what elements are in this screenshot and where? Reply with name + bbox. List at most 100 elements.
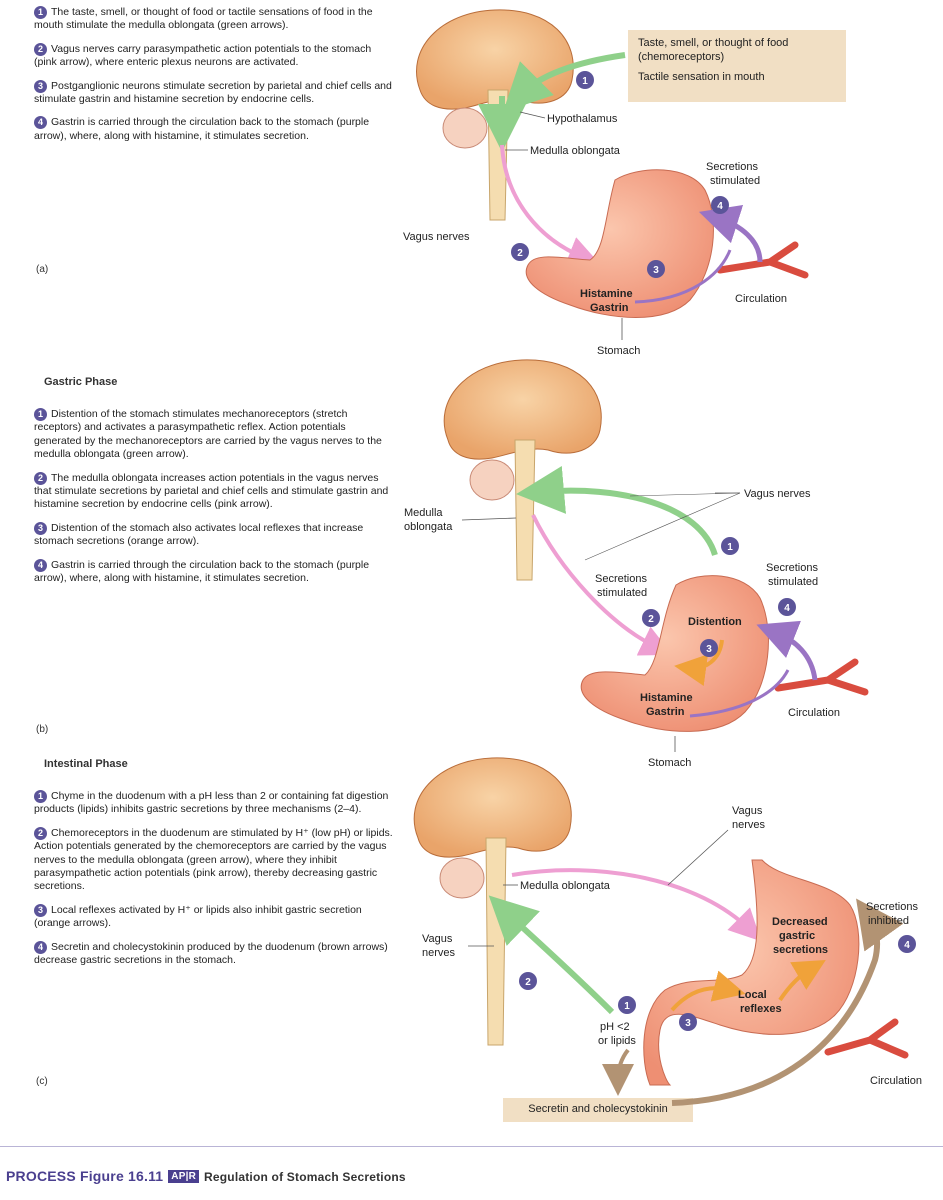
footer-divider [0, 1146, 943, 1147]
step-badge-3-label: 3 [685, 1018, 691, 1029]
box-line-3: Tactile sensation in mouth [638, 71, 765, 83]
step-badge-1-label: 1 [727, 542, 733, 553]
green-arrow [503, 52, 626, 112]
step-badge-2-label: 2 [517, 248, 523, 259]
stomach-label: Stomach [597, 345, 640, 357]
panel-b-drawing: Vagus nerves Medulla oblongata Secretion… [404, 359, 869, 769]
step-text: Distention of the stomach stimulates mec… [34, 408, 382, 461]
green-arrow [488, 895, 615, 1015]
panel-a-label: (a) [36, 264, 49, 275]
cerebellum-icon [469, 459, 515, 501]
circulation-label: Circulation [788, 707, 840, 719]
step-number-badge: 4 [34, 116, 47, 130]
figure-title: Regulation of Stomach Secretions [204, 1170, 406, 1184]
step-number-badge: 3 [34, 79, 47, 93]
step-text: Postganglionic neurons stimulate secreti… [34, 79, 392, 106]
step-badge-2-label: 2 [648, 614, 654, 625]
stomach-label: Stomach [648, 757, 691, 769]
pink-arrow [511, 868, 762, 942]
step-badge-1 [618, 996, 636, 1014]
secretions-left-label-1: Secretions [595, 573, 647, 585]
brown-arrow [671, 898, 904, 1106]
local-reflexes-label-2: reflexes [740, 1003, 782, 1015]
orange-arrow [674, 639, 724, 686]
gastrin-label: Gastrin [646, 706, 685, 718]
medulla-label: Medulla oblongata [530, 145, 621, 157]
gastrin-label: Gastrin [590, 302, 629, 314]
brain-icon [443, 359, 602, 460]
local-reflexes-label-1: Local [738, 989, 767, 1001]
medulla-label-1: Medulla [404, 507, 443, 519]
purple-arrow [756, 620, 818, 681]
blood-vessel-icon [824, 1018, 909, 1059]
step-number-badge: 2 [34, 42, 47, 56]
step-badge-4-label: 4 [784, 603, 790, 614]
panel-c-label: (c) [36, 1076, 48, 1087]
secretions-label-1: Secretions [866, 901, 918, 913]
box-line-2: (chemoreceptors) [638, 51, 725, 63]
pink-arrow [500, 144, 600, 267]
step-number-badge: 4 [34, 558, 47, 572]
step-badge-4 [711, 196, 729, 214]
step-badge-2-label: 2 [525, 977, 531, 988]
vagus-left-label-1: Vagus [422, 933, 453, 945]
medulla-label: Medulla oblongata [520, 880, 611, 892]
step-number-badge: 1 [34, 790, 47, 803]
pink-arrow [531, 514, 673, 656]
ph-label-1: pH <2 [600, 1021, 630, 1033]
gastric-phase-title: Gastric Phase [44, 376, 118, 388]
blood-vessel-icon [716, 241, 809, 279]
step-text: Secretin and cholecystokinin produced by… [34, 940, 388, 967]
secretions-label-2: inhibited [868, 915, 909, 927]
secretions-right-label-1: Secretions [766, 562, 818, 574]
distention-label: Distention [688, 616, 742, 628]
step-text: Gastrin is carried through the circulati… [34, 116, 370, 142]
secretions-left-label-2: stimulated [597, 587, 647, 599]
purple-arrow [689, 669, 790, 718]
step-number-badge: 4 [34, 940, 47, 954]
vagus-top-label-1: Vagus [732, 805, 763, 817]
apr-logo: AP|R [168, 1170, 200, 1183]
stomach-icon [525, 169, 714, 318]
purple-arrow [698, 205, 763, 263]
brainstem-icon [485, 837, 507, 1046]
circulation-label: Circulation [735, 293, 787, 305]
vagus-label: Vagus nerves [403, 231, 470, 243]
ph-label-2: or lipids [598, 1035, 636, 1047]
vagus-top-label-2: nerves [732, 819, 766, 831]
step-text: Vagus nerves carry parasympathetic actio… [34, 42, 372, 69]
panel-b-label: (b) [36, 724, 49, 735]
step-badge-2 [519, 972, 537, 990]
histamine-label: Histamine [580, 288, 633, 300]
stomach-icon [580, 575, 769, 732]
secretions-label-2: stimulated [710, 175, 760, 187]
step-badge-3 [679, 1013, 697, 1031]
step-text: Local reflexes activated by H⁺ or lipids… [34, 903, 362, 930]
circulation-label: Circulation [870, 1075, 922, 1087]
brain-icon [413, 757, 572, 858]
step-badge-1-label: 1 [582, 76, 588, 87]
brown-arrow [602, 1048, 635, 1096]
step-badge-4 [898, 935, 916, 953]
intestinal-phase-title: Intestinal Phase [44, 758, 128, 770]
secretions-right-label-2: stimulated [768, 576, 818, 588]
step-text: Chemoreceptors in the duodenum are stimu… [34, 826, 393, 893]
orange-arrow [778, 959, 826, 1002]
blood-vessel-icon [774, 658, 869, 696]
step-badge-1 [576, 71, 594, 89]
step-badge-2 [511, 243, 529, 261]
hypothalamus-label: Hypothalamus [547, 113, 618, 125]
panel-c-drawing: Vagus nerves Medulla oblongata Vagus ner… [413, 757, 922, 1106]
step-badge-3 [700, 639, 718, 657]
